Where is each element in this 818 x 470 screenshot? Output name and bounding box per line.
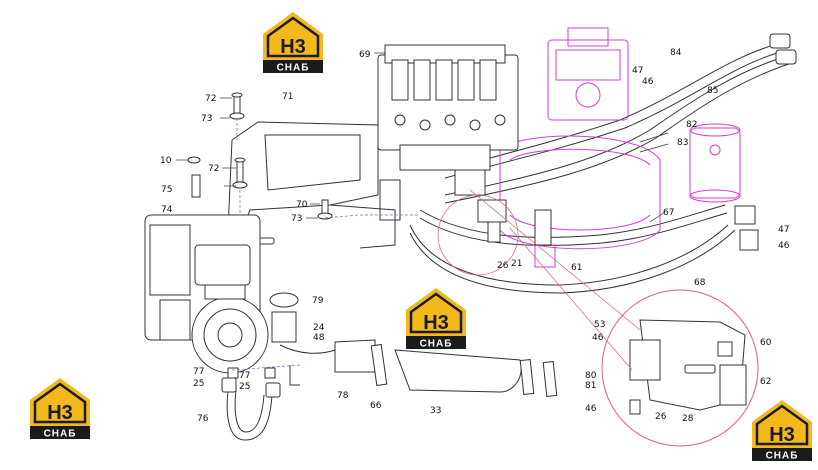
label-76: 76 xyxy=(197,414,209,424)
hose-67 xyxy=(419,204,726,238)
label-81: 81 xyxy=(585,381,596,391)
swing-motor xyxy=(499,27,661,268)
hose-85-inner xyxy=(444,62,793,204)
logo-house-shape xyxy=(30,378,90,426)
part-labels: 69 84 47 46 85 72 71 73 82 83 10 72 75 7… xyxy=(160,48,790,424)
logo-sub-bar xyxy=(263,60,323,73)
label-83: 83 xyxy=(677,138,688,148)
pink-reservoir xyxy=(689,123,741,203)
label-46: 46 xyxy=(642,77,654,87)
label-47: 47 xyxy=(632,66,643,76)
label-72: 72 xyxy=(205,94,216,104)
hose-85 xyxy=(444,54,791,196)
label-70: 70 xyxy=(296,200,308,210)
hoses xyxy=(226,41,793,441)
suction-parts xyxy=(227,292,558,397)
logo-main-text: H3 xyxy=(423,312,449,334)
label-24: 24 xyxy=(313,323,325,333)
logo-sub-bar xyxy=(752,448,812,461)
label-77: 77 xyxy=(239,371,250,381)
right-fittings xyxy=(477,199,759,251)
label-46: 46 xyxy=(592,333,604,343)
label-46: 46 xyxy=(778,241,790,251)
label-73: 73 xyxy=(291,214,302,224)
hose-68-inner xyxy=(409,229,736,294)
label-10: 10 xyxy=(160,156,172,166)
label-47: 47 xyxy=(778,225,789,235)
logo-main-text: H3 xyxy=(769,424,795,446)
dashed-lines xyxy=(231,118,420,371)
detail-view xyxy=(601,289,759,447)
hose-76 xyxy=(226,389,273,441)
label-72: 72 xyxy=(208,164,219,174)
label-74: 74 xyxy=(161,205,173,215)
control-valve xyxy=(377,44,519,196)
hose-fittings xyxy=(221,33,797,398)
logo-house-shape xyxy=(263,12,323,60)
logo-house-outline xyxy=(755,404,809,446)
label-33: 33 xyxy=(430,406,441,416)
logo-house-outline xyxy=(266,16,320,58)
logo-house-shape xyxy=(406,288,466,336)
label-26: 26 xyxy=(655,412,667,422)
label-71: 71 xyxy=(282,92,293,102)
label-60: 60 xyxy=(760,338,772,348)
label-73: 73 xyxy=(201,114,212,124)
label-25: 25 xyxy=(193,379,204,389)
label-ticks xyxy=(176,52,669,223)
label-53: 53 xyxy=(594,320,605,330)
main-pump xyxy=(144,214,269,374)
logo-house-outline xyxy=(409,292,463,334)
label-80: 80 xyxy=(585,371,597,381)
label-85: 85 xyxy=(707,86,718,96)
hose-84-inner xyxy=(444,49,789,179)
label-61: 61 xyxy=(571,263,582,273)
label-28: 28 xyxy=(682,414,694,424)
label-69: 69 xyxy=(359,50,371,60)
label-48: 48 xyxy=(313,333,325,343)
hose-68 xyxy=(409,224,729,286)
logo-main-text: H3 xyxy=(280,36,306,58)
logo-sub-text: СНАБ xyxy=(44,429,77,440)
logo-sub-bar xyxy=(30,426,90,439)
label-82: 82 xyxy=(686,120,697,130)
label-78: 78 xyxy=(337,391,349,401)
logo-sub-text: СНАБ xyxy=(766,451,799,462)
label-25: 25 xyxy=(239,382,250,392)
label-21: 21 xyxy=(511,259,522,269)
logo-sub-text: СНАБ xyxy=(420,339,453,350)
hose-67-inner xyxy=(419,212,728,246)
leader-lines xyxy=(437,189,641,371)
label-79: 79 xyxy=(312,296,324,306)
label-26: 26 xyxy=(497,261,509,271)
label-67: 67 xyxy=(663,208,674,218)
logo-house-shape xyxy=(752,400,812,448)
label-46: 46 xyxy=(585,404,597,414)
logo-sub-text: СНАБ xyxy=(277,63,310,74)
logo-sub-bar xyxy=(406,336,466,349)
logo-house-outline xyxy=(33,382,87,424)
hose-76-inner xyxy=(234,389,265,433)
label-84: 84 xyxy=(670,48,682,58)
label-66: 66 xyxy=(370,401,382,411)
label-75: 75 xyxy=(161,185,172,195)
label-77: 77 xyxy=(193,367,204,377)
logo-main-text: H3 xyxy=(47,402,73,424)
label-68: 68 xyxy=(694,278,706,288)
label-62: 62 xyxy=(760,377,771,387)
